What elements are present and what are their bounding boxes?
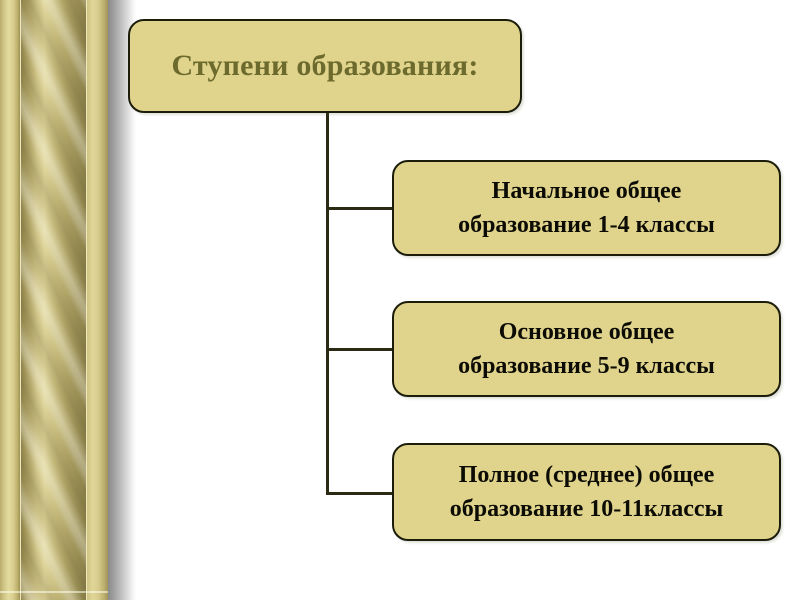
connector-branch-primary: [326, 207, 394, 210]
diagram-node-primary-education-label: Начальное общее образование 1-4 классы: [458, 177, 715, 238]
column-inner-band: [87, 0, 108, 600]
column-shaft: [21, 0, 86, 600]
connector-branch-secondary: [326, 492, 394, 495]
column-divider-line-left: [20, 0, 21, 600]
diagram-node-secondary-education: Полное (среднее) общее образование 10-11…: [392, 443, 781, 541]
decorative-column: [0, 0, 136, 600]
diagram-node-secondary-education-label: Полное (среднее) общее образование 10-11…: [449, 461, 724, 522]
diagram-node-basic-education-label: Основное общее образование 5-9 классы: [458, 318, 715, 379]
column-outer-band: [0, 0, 20, 600]
connector-branch-basic: [326, 348, 394, 351]
diagram-node-title-label: Ступени образования:: [171, 48, 479, 82]
diagram-node-basic-education: Основное общее образование 5-9 классы: [392, 301, 781, 397]
diagram-node-primary-education: Начальное общее образование 1-4 классы: [392, 160, 781, 256]
column-divider-line-right: [86, 0, 87, 600]
column-base-line: [0, 591, 108, 593]
connector-trunk-vertical: [326, 112, 329, 495]
diagram-node-title: Ступени образования:: [128, 19, 522, 113]
